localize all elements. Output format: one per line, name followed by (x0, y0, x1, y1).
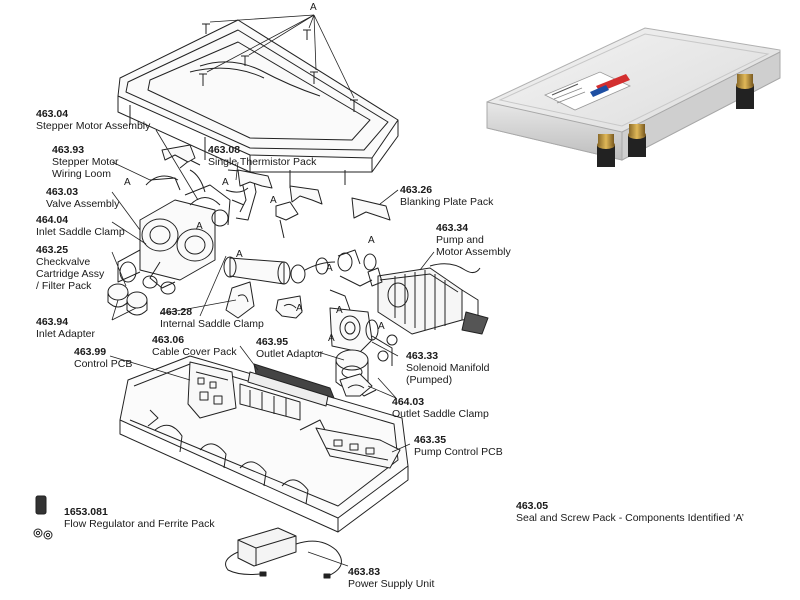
callout-a-marker: A (222, 177, 229, 188)
label-leader-lines (109, 129, 435, 567)
callout-a-marker: A (124, 177, 131, 188)
product-photo (486, 27, 781, 167)
outlet-saddle-clamp (339, 373, 373, 397)
flow-regulator-ferrite (33, 495, 53, 540)
center-tube (223, 249, 373, 311)
callout-a-marker: A (326, 263, 333, 274)
brass-fitting-inlet-right (628, 124, 646, 157)
cover-screws (199, 23, 358, 112)
power-supply-unit (225, 527, 342, 579)
pump-motor-assembly (363, 253, 489, 335)
callout-a-marker: A (270, 195, 277, 206)
callout-a-marker: A (236, 249, 243, 260)
brass-fitting-inlet-left (597, 134, 615, 167)
callout-a-marker: A (296, 303, 303, 314)
blanking-plates (161, 144, 391, 239)
callout-a-marker: A (336, 305, 343, 316)
solenoid-manifold (329, 307, 398, 366)
callout-a-marker: A (310, 2, 317, 13)
cable-cover (247, 363, 335, 407)
screw-leader-lines (206, 14, 355, 99)
valve-assembly (117, 159, 231, 289)
internal-saddle-clamps (225, 281, 303, 319)
callout-a-marker: A (196, 221, 203, 232)
pump-control-pcb (315, 427, 401, 469)
product-label (544, 71, 631, 111)
callout-a-marker: A (328, 333, 335, 344)
control-pcb (187, 361, 301, 421)
callout-a-marker: A (378, 321, 385, 332)
inlet-adapters (107, 275, 176, 316)
callout-a-marker: A (368, 235, 375, 246)
brass-fitting-outlet (736, 74, 754, 109)
